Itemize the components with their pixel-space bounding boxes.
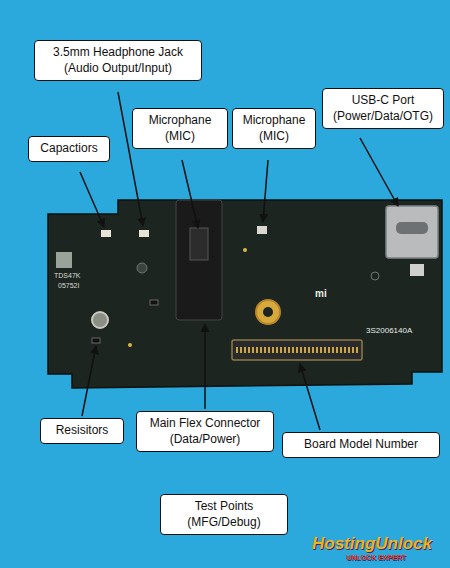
watermark: HostingUnlock	[312, 534, 432, 554]
callout-box: USB-C Port (Power/Data/OTG)	[322, 88, 444, 129]
jack-opening	[190, 228, 208, 260]
resistor	[150, 300, 158, 305]
callout-text: USB-C Port (Power/Data/OTG)	[329, 93, 437, 124]
test-point	[243, 248, 247, 252]
via	[371, 272, 379, 280]
headphone-jack	[176, 200, 222, 320]
microphone-hole	[137, 263, 147, 273]
callout-box: Microphane (MIC)	[132, 108, 228, 149]
screw-hole	[92, 312, 108, 328]
callout-box: Test Points (MFG/Debug)	[160, 494, 288, 535]
callout-text: Microphane (MIC)	[239, 113, 309, 144]
callout-text: 3.5mm Headphone Jack (Audio Output/Input…	[41, 45, 195, 76]
pcb-board	[48, 200, 442, 388]
silkscreen-text: 3S2006140A	[366, 326, 412, 335]
gold-ring-hole	[263, 307, 273, 317]
microphone	[257, 226, 267, 234]
leader-line	[80, 172, 104, 227]
callout-box: Board Model Number	[282, 432, 440, 458]
usb-c-port	[386, 206, 438, 258]
leader-line	[263, 160, 268, 222]
test-point	[128, 343, 132, 347]
callout-box: Main Flex Connector (Data/Power)	[136, 411, 274, 452]
usb-c-opening	[396, 222, 428, 234]
silkscreen-text: mi	[315, 288, 327, 299]
qr-code	[56, 252, 72, 268]
callout-text: Capactiors	[35, 141, 103, 157]
callout-text: Resisitors	[47, 423, 117, 439]
callout-text: Test Points (MFG/Debug)	[167, 499, 281, 530]
capacitor	[101, 230, 111, 237]
callout-text: Main Flex Connector (Data/Power)	[143, 416, 267, 447]
silkscreen-text: TDS47K	[54, 272, 80, 279]
leader-line	[300, 364, 320, 430]
watermark: UNLOCK EXPERT	[346, 554, 406, 561]
leader-line	[182, 160, 198, 228]
callout-text: Board Model Number	[289, 437, 433, 453]
leader-line	[204, 324, 206, 409]
small-component	[410, 264, 424, 276]
leader-line	[360, 138, 398, 206]
callout-box: Capactiors	[28, 136, 110, 162]
callout-box: Resisitors	[40, 418, 124, 444]
callout-box: Microphane (MIC)	[232, 108, 316, 149]
silkscreen-text: 05752I	[58, 282, 79, 289]
resistor	[92, 338, 100, 343]
callout-box: 3.5mm Headphone Jack (Audio Output/Input…	[34, 40, 202, 81]
flex-pins	[236, 347, 358, 353]
gold-ring	[256, 300, 280, 324]
flex-connector	[232, 340, 362, 360]
capacitor	[139, 230, 149, 237]
callout-text: Microphane (MIC)	[139, 113, 221, 144]
leader-line	[82, 346, 96, 416]
